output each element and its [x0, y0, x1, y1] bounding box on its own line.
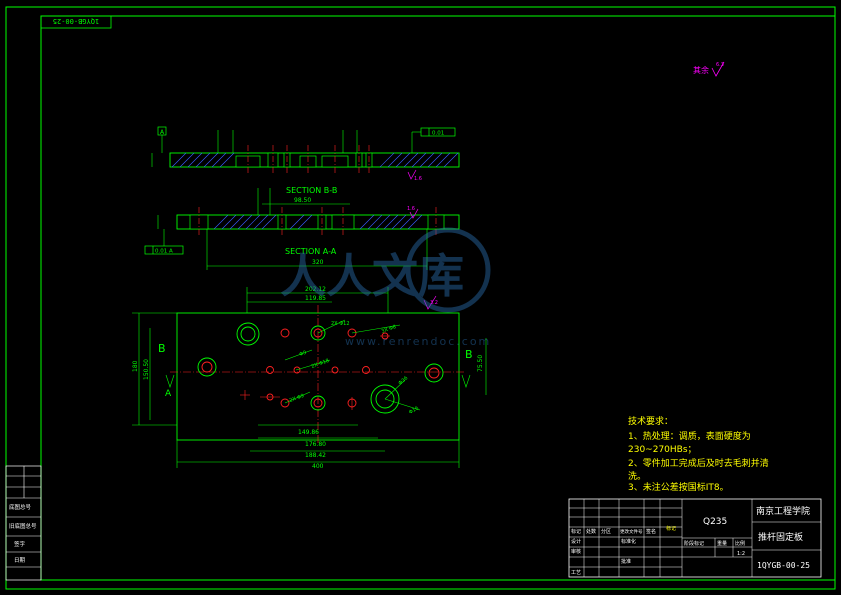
dim-plan-bot2: 176.80	[305, 441, 326, 448]
dim-plan-bot3: 188.42	[305, 452, 326, 459]
section-aa-view: SECTION B-B 98.50	[144, 186, 460, 270]
tb-stage-label: 阶段标记	[684, 540, 704, 547]
tb-approve-label: 批准	[621, 558, 631, 565]
flatness-mid-value: 0.01 A	[155, 249, 173, 255]
plan-view: 202.12 119.85 3.2 180 150.50 75.50 B B A	[132, 286, 487, 470]
tb-row-label-3: 分区	[601, 528, 611, 535]
tech-line1: 1、热处理：调质，表面硬度为	[628, 430, 751, 442]
surface-finish-label: 其余	[693, 65, 709, 75]
tech-line3: 2、零件加工完成后及时去毛刺并清	[628, 457, 769, 469]
dim-sec-bb-inner: 98.50	[294, 197, 311, 204]
watermark-logo-icon	[405, 227, 491, 313]
tb-row-label-0: 标记	[666, 525, 676, 532]
section-aa-label: SECTION A-A	[285, 247, 337, 256]
dim-plan-left2: 150.50	[143, 359, 150, 380]
tb-weight-label: 重量	[717, 540, 727, 547]
tech-line5: 3、未注公差按国标IT8。	[628, 481, 729, 493]
roughness-top: 1.6	[414, 176, 422, 182]
tb-row-label-2: 处数	[586, 528, 596, 535]
inner-frame	[40, 15, 836, 581]
surface-finish-note: 其余 6.3	[693, 61, 725, 77]
dia-label-7: 2X Φ9	[289, 393, 305, 404]
dim-sec-aa-overall: 320	[312, 259, 324, 266]
tb-row-label-4: 更改文件号	[620, 528, 643, 535]
dia-label-2: 3X Φ8	[381, 324, 397, 335]
roughness-plan-icon	[423, 295, 437, 310]
flatness-top-value: 0.01	[432, 131, 444, 137]
marker-b-right: B	[465, 348, 473, 361]
roughness-plan: 3.2	[430, 300, 438, 306]
tb-left-label-2: 工艺	[571, 570, 581, 576]
tb-material: Q235	[703, 517, 727, 527]
dim-plan-bot1: 149.86	[298, 429, 319, 436]
tech-heading: 技术要求：	[628, 415, 673, 427]
dim-plan-top2: 119.85	[305, 295, 326, 302]
tech-requirements: 技术要求： 1、热处理：调质，表面硬度为 230~270HBs； 2、零件加工完…	[628, 415, 769, 493]
title-block: 标记 标记 处数 分区 更改文件号 签名 设计 审核 工艺 标准化 批准 阶段标…	[568, 498, 822, 578]
tb-std-label: 标准化	[621, 538, 636, 545]
arrow-a-right-icon	[461, 374, 471, 388]
marker-b-left: B	[158, 342, 166, 355]
section-bb-view: A 0.01 1.6	[151, 126, 460, 182]
section-bb-label: SECTION B-B	[286, 186, 337, 195]
roughness-mid: 1.6	[407, 206, 415, 212]
dia-label-4: 2X Φ18	[311, 358, 330, 370]
tb-left-label-1: 审核	[571, 548, 581, 555]
left-strip: 底图总号 旧底图总号 签字 日期	[5, 465, 42, 581]
tb-left-label-0: 设计	[571, 538, 581, 545]
strip-label-1: 底图总号	[9, 503, 32, 511]
roughness-symbol-icon	[711, 61, 725, 77]
dia-label-3: Φ9	[299, 350, 308, 358]
dia-label-5: Φ36	[397, 375, 409, 386]
flipped-code-box: 1QYGB-00-25	[40, 15, 112, 29]
watermark: 人人文库 www.renrendoc.com	[280, 227, 491, 348]
dim-plan-top1: 202.12	[305, 286, 326, 293]
roughness-mid-icon	[409, 208, 419, 219]
dia-label-1: 2X Φ12	[331, 321, 350, 327]
tech-line4: 洗。	[628, 470, 646, 482]
tb-drawing-no: 1QYGB-00-25	[757, 561, 810, 570]
tb-row-label-1: 标记	[571, 528, 581, 535]
tb-part-name: 推杆固定板	[758, 531, 803, 543]
watermark-url: www.renrendoc.com	[345, 335, 491, 348]
strip-label-3: 签字	[14, 540, 26, 548]
arrow-a-left-icon	[165, 374, 175, 388]
tb-school: 南京工程学院	[756, 505, 810, 517]
surface-finish-value: 6.3	[716, 62, 724, 68]
strip-label-2: 旧底图总号	[9, 522, 37, 530]
roughness-top-icon	[407, 169, 417, 180]
watermark-chars: 人人文库	[280, 249, 464, 303]
tb-scale-label: 比例	[735, 540, 745, 547]
marker-a-left: A	[165, 389, 172, 399]
strip-label-4: 日期	[14, 557, 26, 564]
tb-scale-value: 1:2	[737, 551, 745, 557]
dim-plan-bot4: 400	[312, 463, 324, 470]
tb-row-label-5: 签名	[646, 528, 656, 535]
dia-label-6: Φ16	[408, 405, 420, 415]
tech-line2: 230~270HBs；	[628, 445, 697, 455]
dim-plan-right: 75.50	[477, 355, 484, 372]
code-box-text: 1QYGB-00-25	[53, 17, 99, 25]
dim-plan-left1: 180	[132, 360, 139, 372]
datum-a-box: A	[160, 129, 165, 136]
